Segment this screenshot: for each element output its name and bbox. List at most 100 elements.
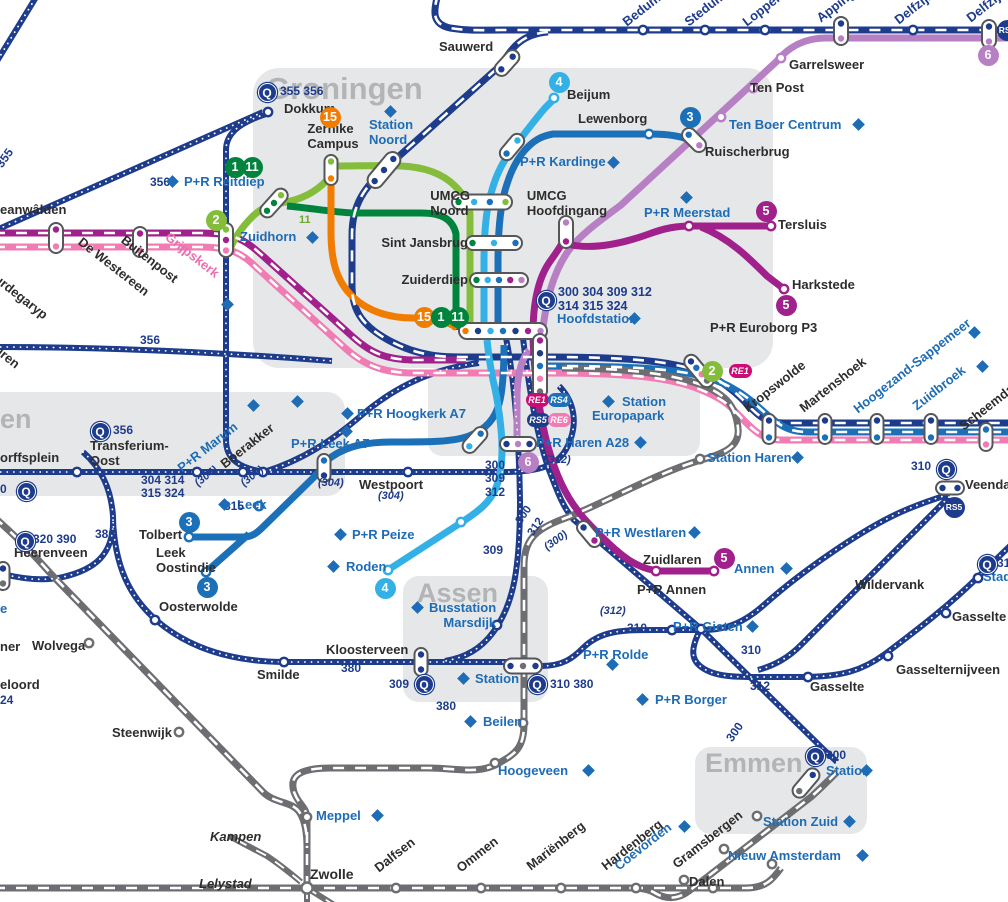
- station-label: Gasselte: [952, 609, 1007, 624]
- station-dot: [765, 220, 777, 232]
- station-label: Zuidbroek: [909, 362, 969, 414]
- station-dot: [491, 619, 503, 631]
- route-badge: 1: [430, 306, 452, 328]
- station-label: Europapark: [592, 408, 665, 423]
- station-label: Ruischerbrug: [705, 144, 790, 159]
- pill-line-dot: [263, 207, 271, 215]
- station-dot: [517, 717, 529, 729]
- station-label: Station: [826, 763, 871, 778]
- pill-line-dot: [469, 239, 476, 247]
- station-label: (304): [192, 463, 221, 490]
- route-badge: 6: [977, 44, 999, 66]
- station-pill: [498, 132, 526, 162]
- station-dot: [278, 656, 290, 668]
- station-pill: [469, 272, 529, 288]
- qbuzz-logo-badge: Q: [977, 554, 997, 574]
- station-dot: [301, 811, 313, 823]
- pill-line-dot: [821, 417, 829, 424]
- pill-line-dot: [327, 175, 335, 182]
- station-label: Dalfsen: [371, 834, 418, 876]
- train-service-badge: RS5: [526, 413, 550, 427]
- station-label: Kloosterveen: [326, 642, 409, 657]
- station-label: Roden: [346, 559, 387, 574]
- station-dot: [300, 881, 314, 895]
- pill-line-dot: [473, 276, 480, 284]
- station-dot: [694, 453, 706, 465]
- station-label: P+R Annen: [637, 582, 707, 597]
- transfer-diamond-icon: [745, 619, 759, 633]
- qbuzz-logo-badge: Q: [90, 421, 110, 441]
- pill-line-dot: [982, 441, 990, 448]
- route-badge: 5: [713, 547, 735, 569]
- station-dot: [715, 111, 727, 123]
- pill-line-dot: [537, 327, 544, 335]
- station-pill: [978, 422, 994, 452]
- station-dot: [699, 24, 711, 36]
- station-pill: [499, 436, 537, 452]
- route-line-overlay: [0, 520, 309, 849]
- qbuzz-logo-badge: Q: [527, 674, 547, 694]
- station-label: 310: [741, 643, 762, 657]
- transfer-diamond-icon: [633, 435, 647, 449]
- station-pill: [465, 235, 523, 251]
- pill-line-dot: [873, 434, 881, 441]
- pill-line-dot: [417, 651, 425, 658]
- route-badge: 11: [447, 306, 469, 328]
- transfer-diamond-icon: [456, 671, 470, 685]
- station-pill: [681, 127, 707, 153]
- station-label: Beijum: [567, 87, 611, 102]
- pill-line-dot: [474, 327, 482, 335]
- transfer-diamond-icon: [601, 394, 615, 408]
- station-label: 355 356: [280, 84, 324, 98]
- station-dot: [191, 466, 203, 478]
- station-dot: [475, 882, 487, 894]
- route-line-6-main: [538, 34, 1008, 337]
- station-dot: [683, 220, 695, 232]
- station-label: P+R Peize: [352, 527, 415, 542]
- station-label: Station Haren: [707, 450, 792, 465]
- pill-line-dot: [927, 417, 935, 424]
- pill-line-dot: [417, 666, 425, 673]
- route-badge: 5: [755, 200, 777, 222]
- region-label: Emmen: [705, 748, 803, 778]
- pill-line-dot: [222, 226, 230, 233]
- pill-line-dot: [796, 787, 803, 795]
- pill-line-dot: [277, 191, 285, 199]
- pill-line-dot: [821, 434, 829, 441]
- train-service-badge: RS4: [547, 393, 571, 407]
- pill-line-dot: [536, 362, 544, 370]
- station-label: Ten Boer Centrum: [729, 117, 842, 132]
- pill-line-dot: [954, 484, 961, 492]
- station-label: P+R Kardinge: [520, 154, 606, 169]
- station-pill: [493, 49, 521, 77]
- transfer-diamond-icon: [305, 230, 319, 244]
- station-pill: [316, 453, 332, 483]
- route-badge: 2: [701, 360, 723, 382]
- station-label: orffsplein: [0, 450, 60, 465]
- station-label: 380: [341, 661, 362, 675]
- station-label: 355: [0, 145, 17, 171]
- station-label: Wolvega: [32, 638, 86, 653]
- transfer-diamond-icon: [687, 525, 701, 539]
- station-dot: [972, 572, 984, 584]
- station-dot: [775, 52, 787, 64]
- route-line-5-harkstede: [699, 223, 787, 292]
- station-label: Beilen: [483, 714, 523, 729]
- pill-line-dot: [536, 350, 544, 357]
- route-badge: 3: [196, 576, 218, 598]
- station-dot: [747, 82, 759, 94]
- station-label: Lelystad: [199, 876, 252, 891]
- station-label: Heerenveen: [14, 545, 88, 560]
- route-line-6-south: [513, 347, 532, 446]
- pill-line-dot: [499, 327, 507, 335]
- pill-line-dot: [0, 565, 7, 572]
- transfer-diamond-icon: [779, 561, 793, 575]
- pill-line-dot: [562, 219, 570, 226]
- station-label: Oosterwolde: [159, 599, 238, 614]
- station-label: Gasselte: [810, 679, 865, 694]
- station-label: Zuiderdiep: [401, 272, 468, 287]
- station-label: Dalen: [689, 874, 725, 889]
- pill-line-dot: [514, 137, 521, 144]
- pill-line-dot: [503, 150, 510, 157]
- pill-line-dot: [462, 327, 469, 335]
